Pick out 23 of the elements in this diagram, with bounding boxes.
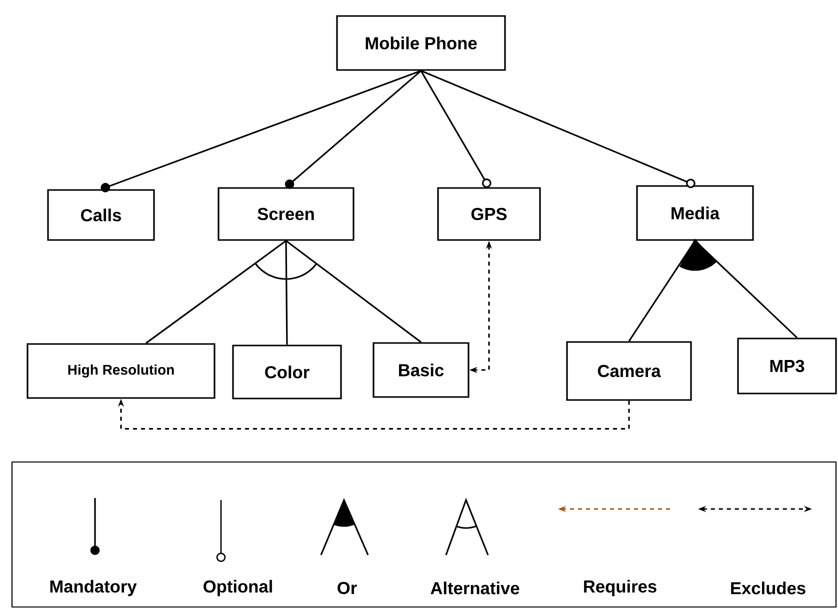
- legend-label: Requires: [584, 580, 656, 596]
- feature-box: MP3: [737, 338, 837, 394]
- connector: [146, 240, 286, 344]
- legend-label: Excludes: [731, 582, 806, 594]
- connector: [100, 70, 422, 192]
- feature-box: GPS: [437, 187, 541, 241]
- connector: [285, 240, 288, 345]
- legend-label: Optional: [204, 580, 272, 596]
- feature-box: Color: [232, 344, 342, 400]
- connector: [284, 70, 422, 189]
- feature-box: Screen: [218, 187, 354, 241]
- feature-box: High Resolution: [26, 343, 216, 399]
- legend-label: Mandatory: [50, 580, 137, 596]
- connector: [420, 70, 696, 188]
- feature-box: Basic: [372, 342, 470, 398]
- connector: [420, 70, 492, 188]
- legend-label: Alternative: [430, 582, 520, 594]
- feature-box: Media: [636, 185, 754, 241]
- feature-box: Calls: [47, 189, 155, 241]
- connector: [286, 240, 422, 343]
- feature-box: Camera: [566, 341, 692, 401]
- legend-label: Or: [338, 582, 357, 594]
- feature-box: Mobile Phone: [336, 15, 506, 71]
